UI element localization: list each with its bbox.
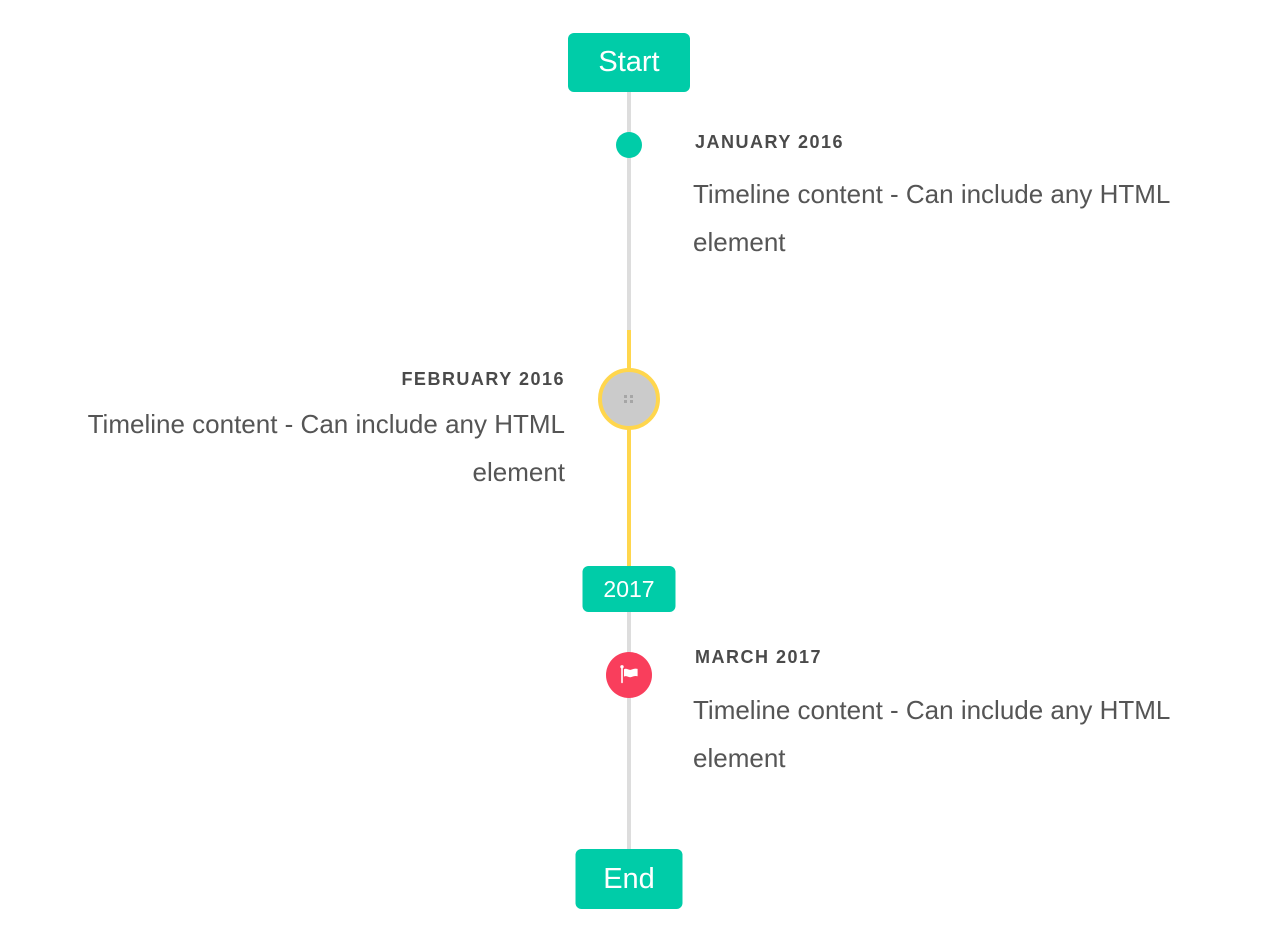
entry-content: Timeline content - Can include any HTML … — [693, 695, 1170, 773]
entry-content: Timeline content - Can include any HTML … — [87, 409, 565, 487]
broken-image-icon — [623, 394, 633, 403]
entry-title: FEBRUARY 2016 — [401, 369, 565, 389]
flag-icon — [620, 665, 638, 684]
entry-title: JANUARY 2016 — [695, 132, 845, 152]
end-badge[interactable]: End — [575, 849, 683, 909]
dot-marker-icon — [616, 132, 642, 158]
timeline-line-highlight — [627, 330, 631, 567]
entry-title: MARCH 2017 — [695, 647, 823, 667]
entry-content: Timeline content - Can include any HTML … — [693, 179, 1170, 257]
start-badge[interactable]: Start — [568, 33, 690, 92]
image-marker — [598, 368, 660, 430]
year-badge-2017[interactable]: 2017 — [582, 566, 676, 612]
flag-marker — [606, 652, 652, 698]
